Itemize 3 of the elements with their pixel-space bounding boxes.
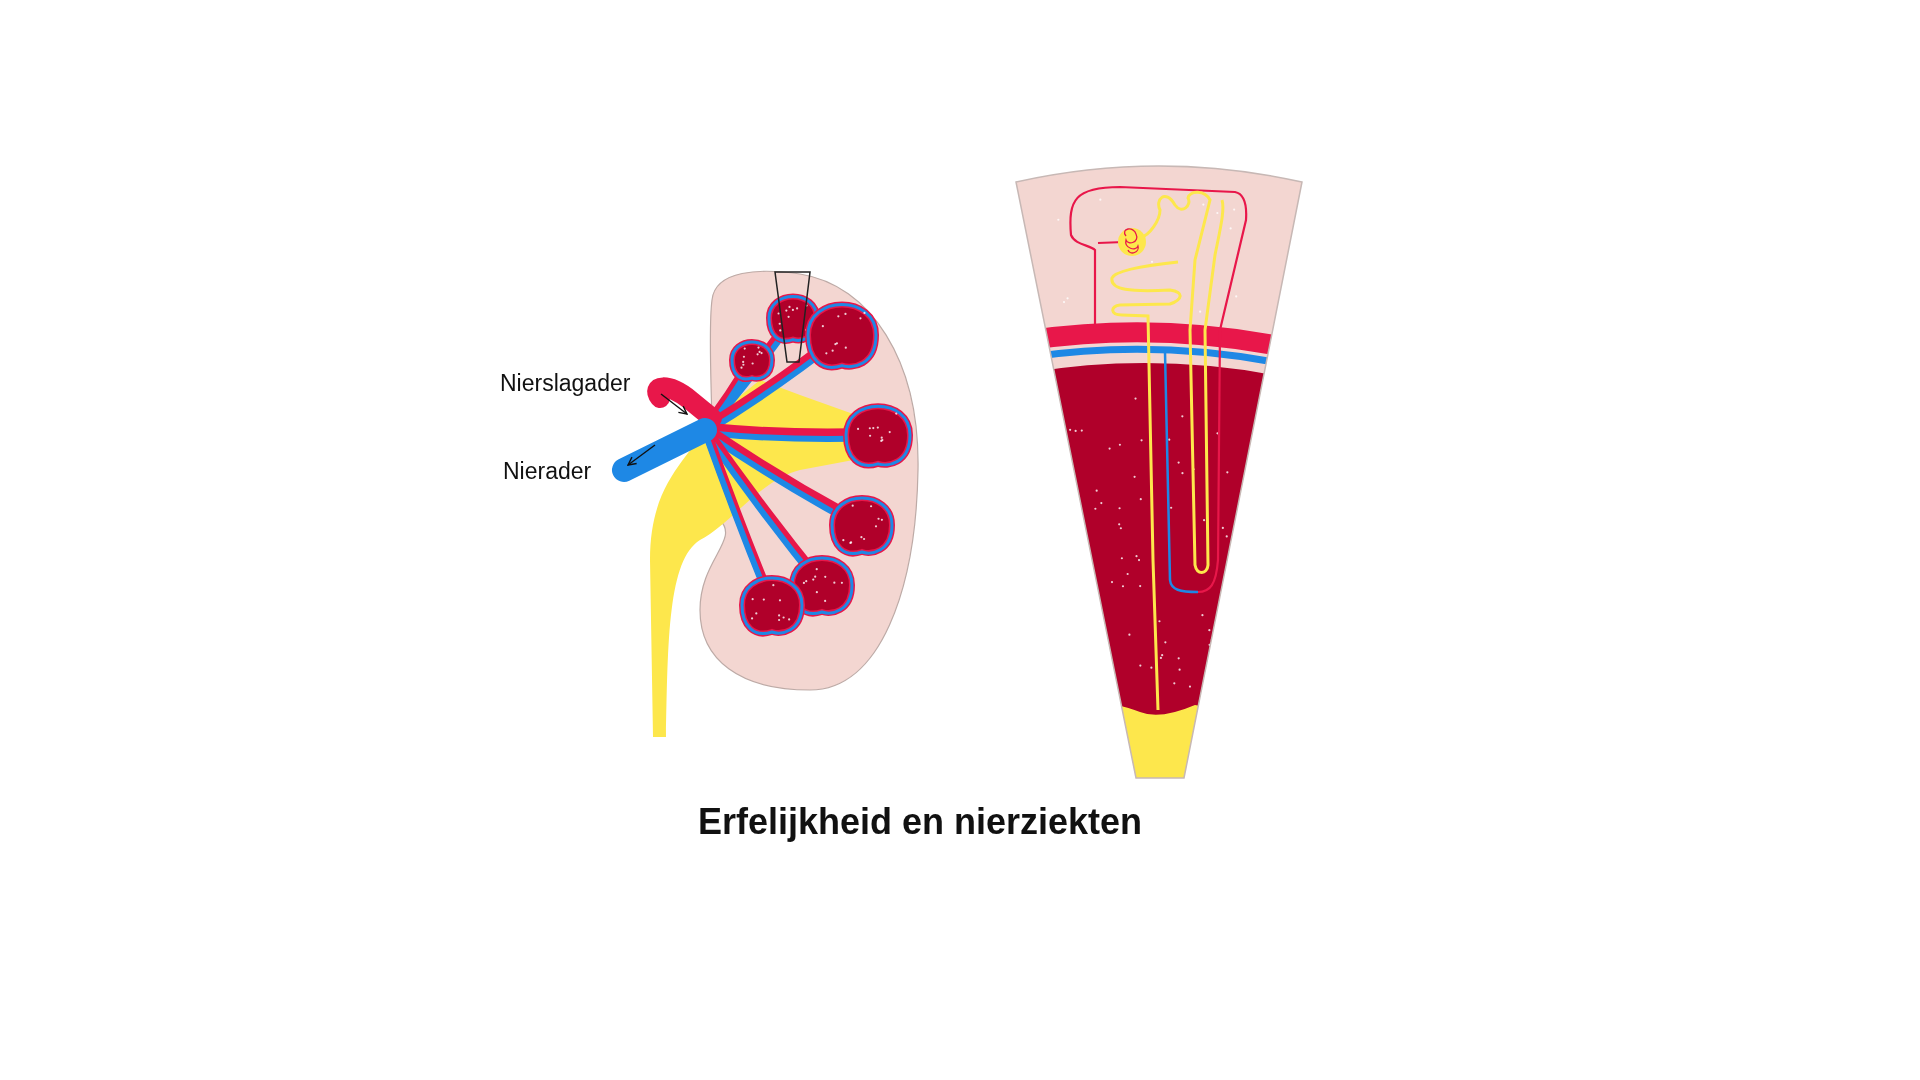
vessel-label: Nierslagader bbox=[500, 372, 631, 395]
vessel-label: Nierader bbox=[503, 460, 592, 483]
caption-heading: Erfelijkheid en nierziekten bbox=[697, 804, 1143, 840]
